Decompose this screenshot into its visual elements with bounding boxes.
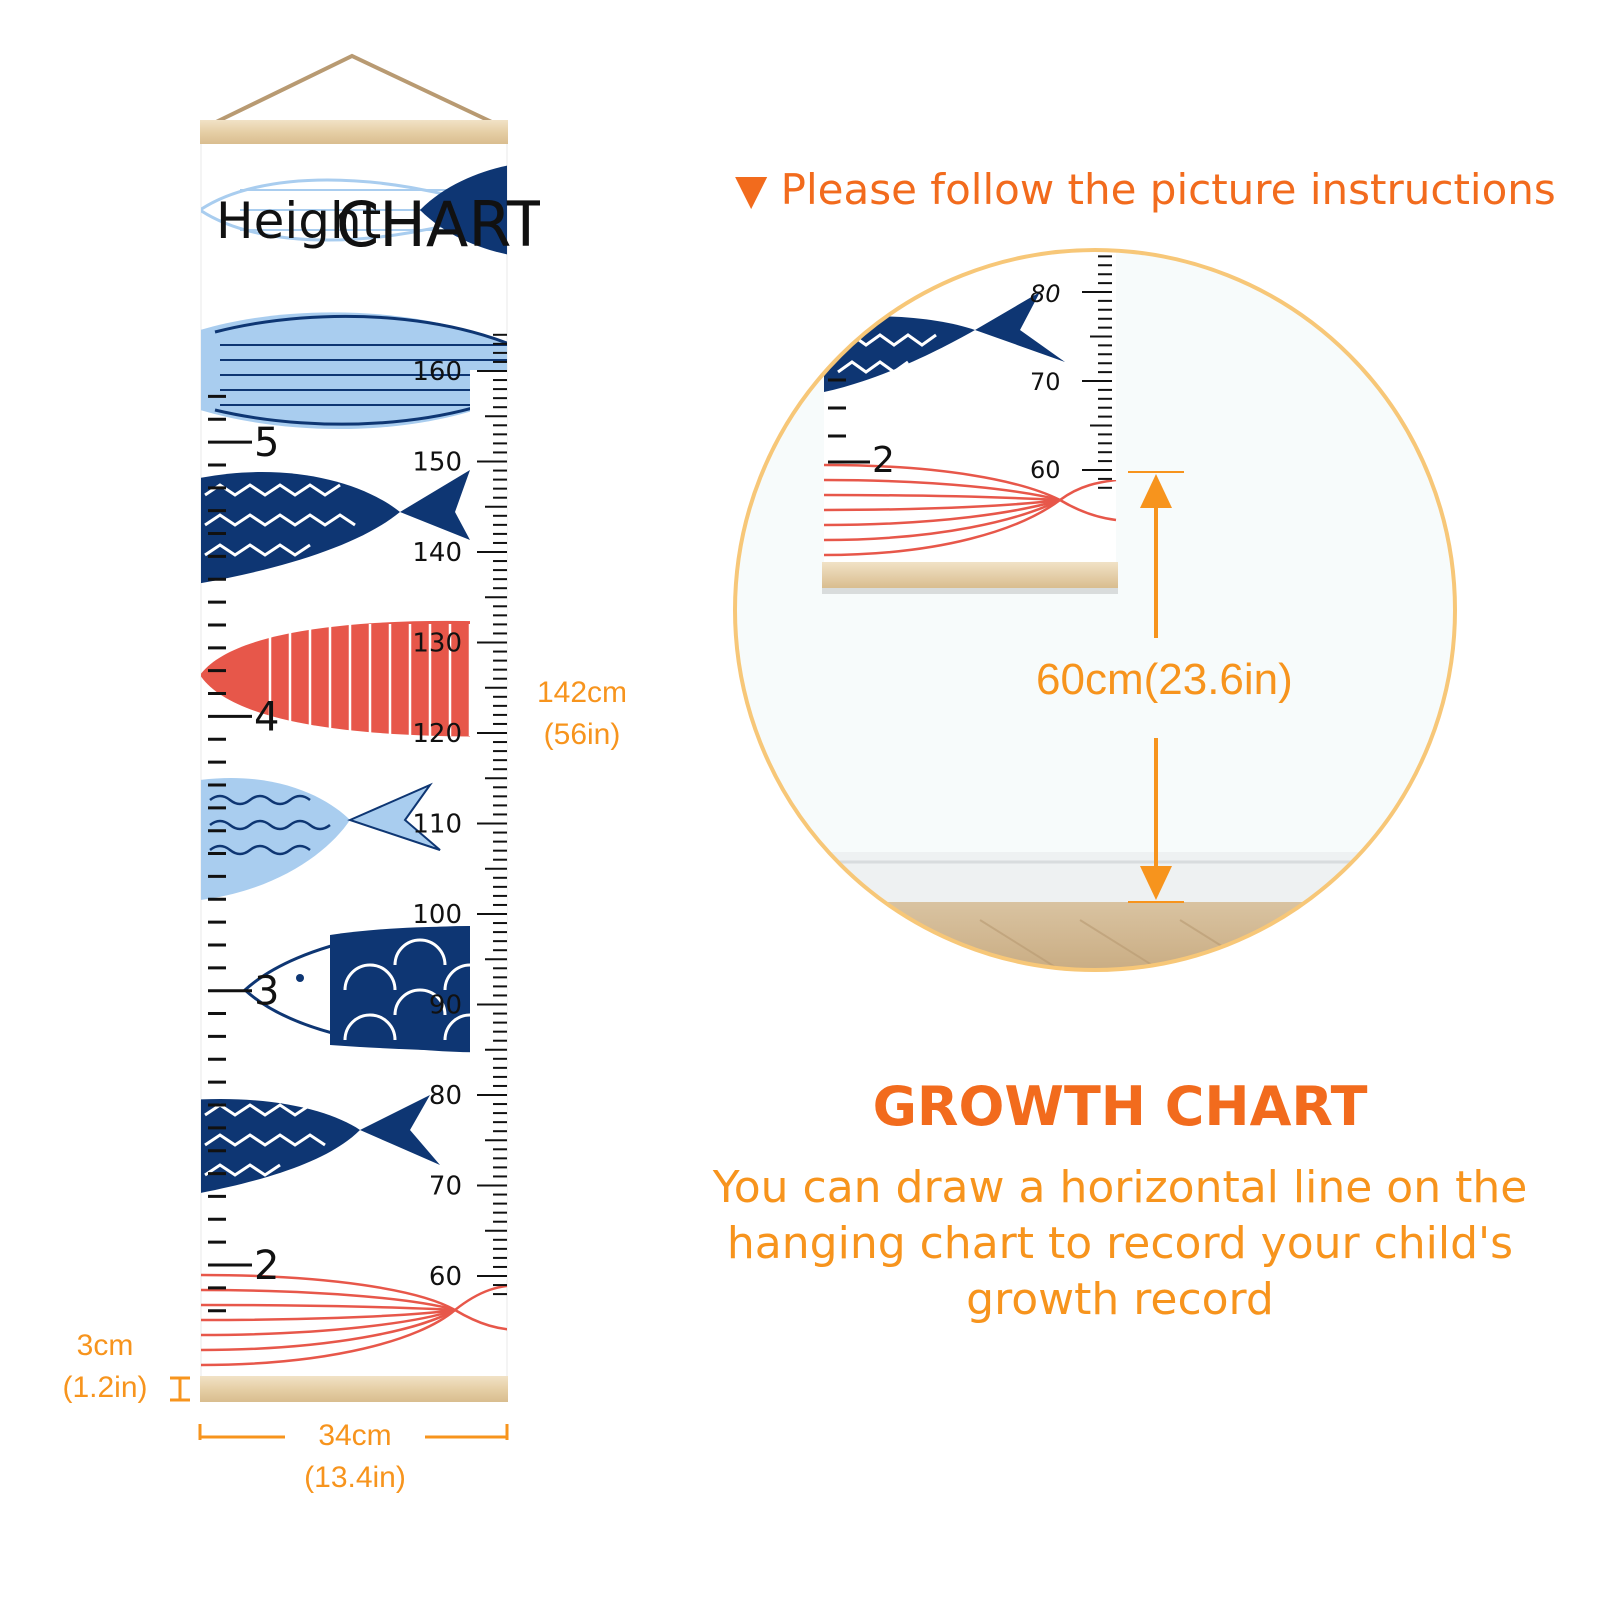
cm-label: 130 [412, 629, 462, 659]
hanging-rope [211, 53, 497, 126]
mount-height-label: 60cm(23.6in) [1030, 655, 1299, 705]
instructions-text: ▼ Please follow the picture instructions [735, 165, 1556, 214]
foot-label: 3 [254, 969, 279, 1015]
growth-chart-description: You can draw a horizontal line on the ha… [712, 1162, 1528, 1325]
wall-mount-detail-illustration: 80 70 60 2 [733, 248, 1457, 972]
cm-ruler-ticks [477, 333, 507, 1296]
height-chart-illustration: 160 150 140 130 120 110 100 90 80 70 60 5 4 3 2 Heigh… [170, 53, 540, 1440]
light-blue-fish-1 [201, 312, 507, 430]
detail-circle-border [733, 248, 1457, 972]
width-cm-text: 34cm [318, 1419, 392, 1452]
foot-label: 4 [254, 694, 279, 740]
detail-cm-label-60: 60 [1030, 456, 1061, 484]
navy-fish-top [420, 165, 507, 255]
growth-chart-title: GROWTH CHART [872, 1075, 1368, 1138]
height-cm-text: 142cm [536, 676, 628, 709]
mount-height-arrow [1128, 471, 1184, 903]
chart-title-height: Height [216, 192, 381, 250]
width-dimension-line [198, 1424, 509, 1440]
height-in-text: (56in) [543, 718, 621, 751]
cm-ruler-strip [470, 370, 507, 1280]
instructions-heading: ▼ Please follow the picture instructions [735, 165, 1556, 214]
detail-ft-label-2: 2 [872, 440, 895, 481]
cm-label: 110 [412, 810, 462, 840]
rail-dimension-line [170, 1376, 190, 1402]
navy-zigzag-fish-2 [201, 1095, 507, 1193]
cm-label: 80 [429, 1081, 462, 1111]
cm-label: 90 [429, 991, 462, 1021]
cm-label: 100 [412, 900, 462, 930]
detail-cm-label-80: 80 [1030, 280, 1061, 308]
foot-label: 5 [254, 420, 279, 466]
navy-scale-fish [242, 926, 507, 1053]
cm-label: 70 [429, 1172, 462, 1202]
rail-dimension-label: 3cm (1.2in) [45, 1325, 165, 1409]
cm-label: 140 [412, 538, 462, 568]
detail-cm-ticks [1082, 255, 1112, 489]
chart-bottom-detail: 80 70 60 2 [822, 250, 1118, 594]
foot-ruler-labels: 5 4 3 2 [254, 420, 279, 1289]
width-dimension-label: 34cm (13.4in) [288, 1415, 422, 1499]
width-in-text: (13.4in) [304, 1461, 406, 1494]
foot-label: 2 [254, 1243, 279, 1289]
cm-label: 120 [412, 719, 462, 749]
top-wooden-rail [200, 120, 508, 144]
red-line-fish [201, 1273, 507, 1367]
rail-in-text: (1.2in) [62, 1371, 148, 1404]
cm-label: 160 [412, 357, 462, 387]
navy-zigzag-fish-1 [201, 470, 470, 584]
inch-ruler-ticks [208, 394, 252, 1313]
cm-label: 60 [429, 1262, 462, 1292]
detail-cm-label-70: 70 [1030, 368, 1061, 396]
rail-cm-text: 3cm [76, 1329, 134, 1362]
height-dimension-label: 142cm (56in) [522, 672, 642, 756]
cm-label: 150 [412, 448, 462, 478]
bottom-wooden-rail [200, 1376, 508, 1402]
detail-bottom-rail [822, 562, 1118, 588]
cm-ruler-labels: 160 150 140 130 120 110 100 90 80 70 60 [412, 357, 462, 1292]
chart-title-chart: CHART [336, 188, 540, 261]
